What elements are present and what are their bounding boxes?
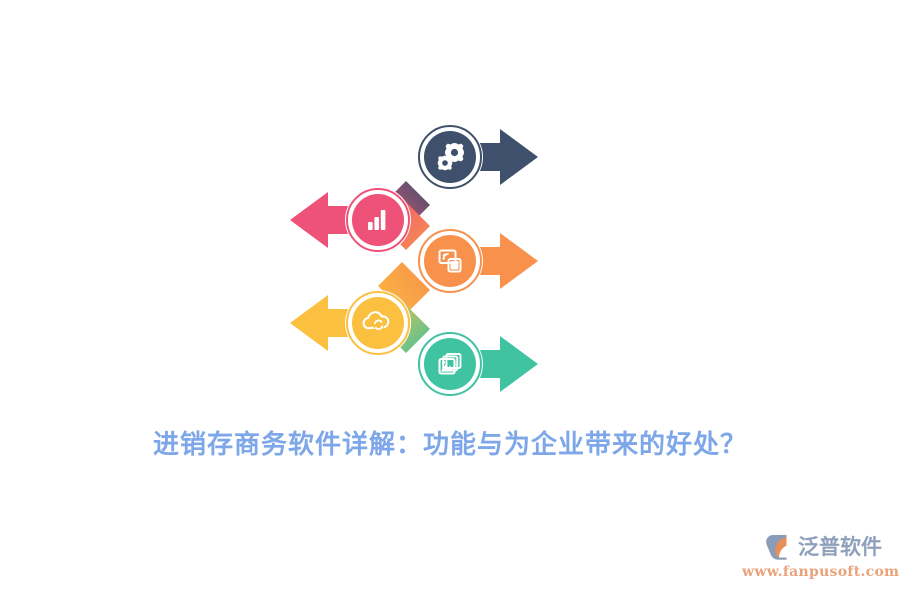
fanpu-logo-mark (766, 535, 787, 560)
brand-name: 泛普软件 (798, 534, 882, 559)
process-diagram (260, 105, 570, 405)
node-cloud-sync[interactable] (345, 290, 411, 356)
gears-icon (437, 142, 465, 171)
node-screen-cast[interactable] (417, 228, 483, 294)
page-title: 进销存商务软件详解：功能与为企业带来的好处？ (152, 430, 747, 460)
connector-3-4 (378, 262, 430, 342)
brand-url: www.fanpusoft.com (742, 564, 900, 580)
node-bar-chart[interactable] (345, 187, 411, 253)
bar-chart-icon (368, 210, 386, 230)
cloud-sync-icon (362, 311, 390, 331)
brand-row: 泛普软件 (742, 532, 882, 562)
brand-logo: 泛普软件 www.fanpusoft.com (742, 532, 900, 588)
node-photo-gallery[interactable] (417, 331, 483, 397)
screen-cast-icon (438, 249, 462, 273)
photo-gallery-icon (438, 353, 462, 375)
node-gears[interactable] (417, 124, 483, 190)
